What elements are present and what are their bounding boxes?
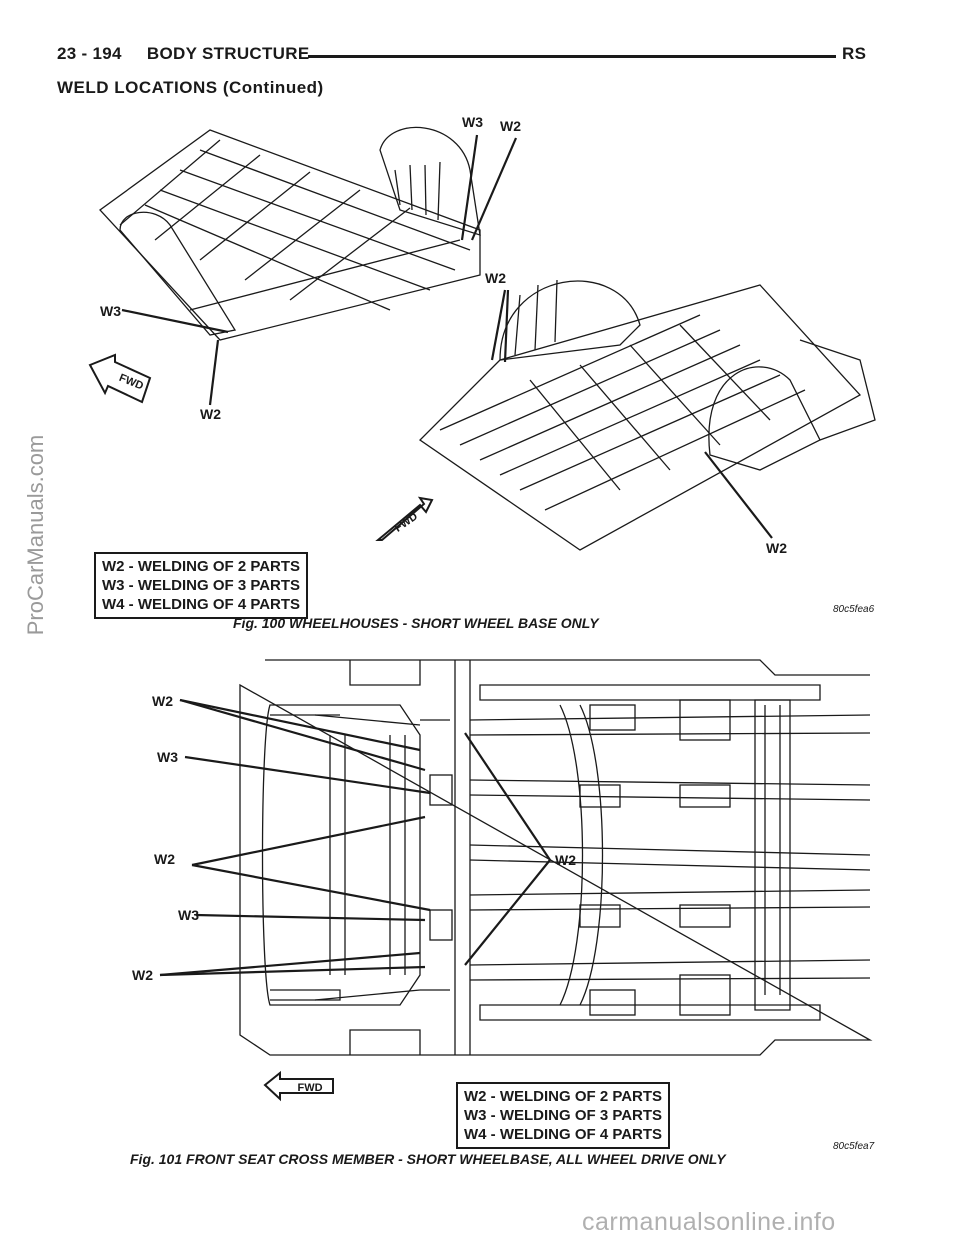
legend-w2: W2 - WELDING OF 2 PARTS <box>464 1088 663 1105</box>
rear-floor-pan <box>418 279 876 551</box>
fig101-legend: W2 - WELDING OF 2 PARTS W3 - WELDING OF … <box>456 1082 671 1149</box>
legend-w4: W4 - WELDING OF 4 PARTS <box>102 596 301 613</box>
callout-w3-top: W3 <box>157 749 178 765</box>
legend-w3: W3 - WELDING OF 3 PARTS <box>102 577 301 594</box>
page-header-left: 23 - 194 BODY STRUCTURE <box>57 44 309 64</box>
fig100-caption: Fig. 100 WHEELHOUSES - SHORT WHEEL BASE … <box>233 615 599 631</box>
callout-w2-right: W2 <box>766 540 787 556</box>
section-name: BODY STRUCTURE <box>146 44 310 63</box>
page-reference: 23 - 194 <box>57 44 122 63</box>
callout-w2-middle: W2 <box>154 851 175 867</box>
fwd-label-lower: FWD <box>393 510 420 534</box>
legend-w2: W2 - WELDING OF 2 PARTS <box>102 558 301 575</box>
fig101-caption: Fig. 101 FRONT SEAT CROSS MEMBER - SHORT… <box>130 1151 726 1167</box>
side-watermark: ProCarManuals.com <box>23 434 48 636</box>
page-header-code: RS <box>842 44 867 63</box>
callout-w3-bottom: W3 <box>178 907 199 923</box>
fig101-leaders <box>159 698 551 977</box>
fwd-arrow-fig101: FWD <box>263 1070 334 1102</box>
fig101-image-code: 80c5fea7 <box>833 1141 875 1152</box>
fig100-leaders <box>121 134 773 539</box>
callout-w2-center: W2 <box>555 852 576 868</box>
callout-w2-left: W2 <box>200 406 221 422</box>
section-title: WELD LOCATIONS (Continued) <box>57 78 324 97</box>
callout-w2-bottom: W2 <box>132 967 153 983</box>
fwd-arrow-upper: FWD <box>88 353 152 404</box>
fwd-arrow-lower: FWD <box>375 496 434 541</box>
fwd-label-upper: FWD <box>117 372 145 393</box>
fig100-image-code: 80c5fea6 <box>833 604 875 615</box>
figure-101-drawing: FWD <box>159 659 873 1102</box>
callout-w2-middle: W2 <box>485 270 506 286</box>
callout-w3-upper: W3 <box>462 114 483 130</box>
callout-w3-left: W3 <box>100 303 121 319</box>
footer-watermark: carmanualsonline.info <box>582 1208 836 1236</box>
callout-w2-upper: W2 <box>500 118 521 134</box>
figure-101: FWD W2 W3 W2 W3 W2 W2 <box>120 645 880 1102</box>
figure-100-drawing: FWD FWD <box>88 126 876 551</box>
legend-w4: W4 - WELDING OF 4 PARTS <box>464 1126 663 1143</box>
fwd-label-fig101: FWD <box>297 1082 322 1094</box>
legend-w3: W3 - WELDING OF 3 PARTS <box>464 1107 663 1124</box>
header-rule <box>308 55 836 58</box>
callout-w2-top: W2 <box>152 693 173 709</box>
fig100-legend: W2 - WELDING OF 2 PARTS W3 - WELDING OF … <box>94 552 309 619</box>
figure-100: FWD FWD W3 W2 W2 W3 W2 W2 <box>60 110 880 630</box>
floor-underside <box>239 659 873 1056</box>
front-floor-pan <box>99 126 481 341</box>
